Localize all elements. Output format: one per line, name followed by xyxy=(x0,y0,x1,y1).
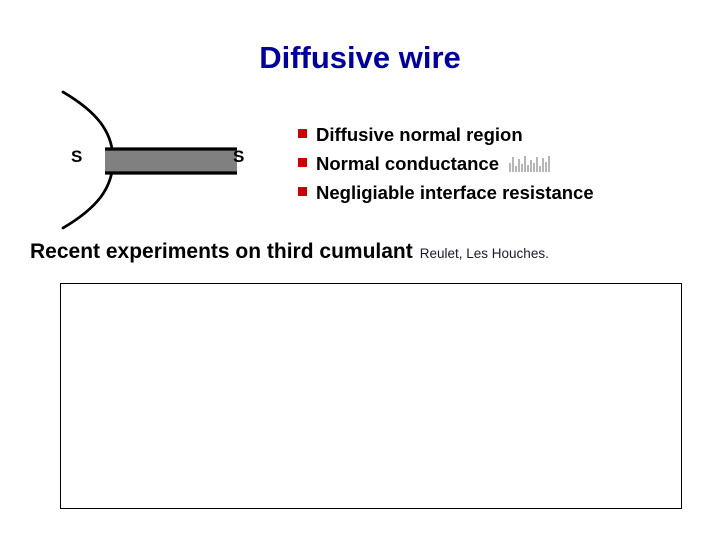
right-lead-label: S xyxy=(233,147,245,166)
experiments-citation: Reulet, Les Houches. xyxy=(419,246,549,261)
bullet-text: Normal conductance xyxy=(316,153,499,174)
page-title: Diffusive wire xyxy=(259,40,461,75)
normal-wire-body xyxy=(105,148,237,174)
square-bullet-icon xyxy=(298,158,307,167)
sns-junction-graphic xyxy=(61,90,237,230)
bullet-text: Negligiable interface resistance xyxy=(316,182,594,203)
bullet-text: Diffusive normal region xyxy=(316,124,523,145)
image-placeholder-box xyxy=(60,283,682,509)
bullet-list: Diffusive normal region Normal conductan… xyxy=(298,122,708,209)
broken-equation-glyph xyxy=(508,155,552,172)
square-bullet-icon xyxy=(298,129,307,138)
list-item: Diffusive normal region xyxy=(298,122,708,148)
list-item: Normal conductance xyxy=(298,151,708,177)
experiments-line: Recent experiments on third cumulant Reul… xyxy=(30,240,549,264)
list-item: Negligiable interface resistance xyxy=(298,180,708,206)
left-lead-label: S xyxy=(71,147,83,166)
experiments-heading: Recent experiments on third cumulant xyxy=(30,240,413,263)
square-bullet-icon xyxy=(298,187,307,196)
sns-junction-diagram: S S xyxy=(45,86,297,234)
